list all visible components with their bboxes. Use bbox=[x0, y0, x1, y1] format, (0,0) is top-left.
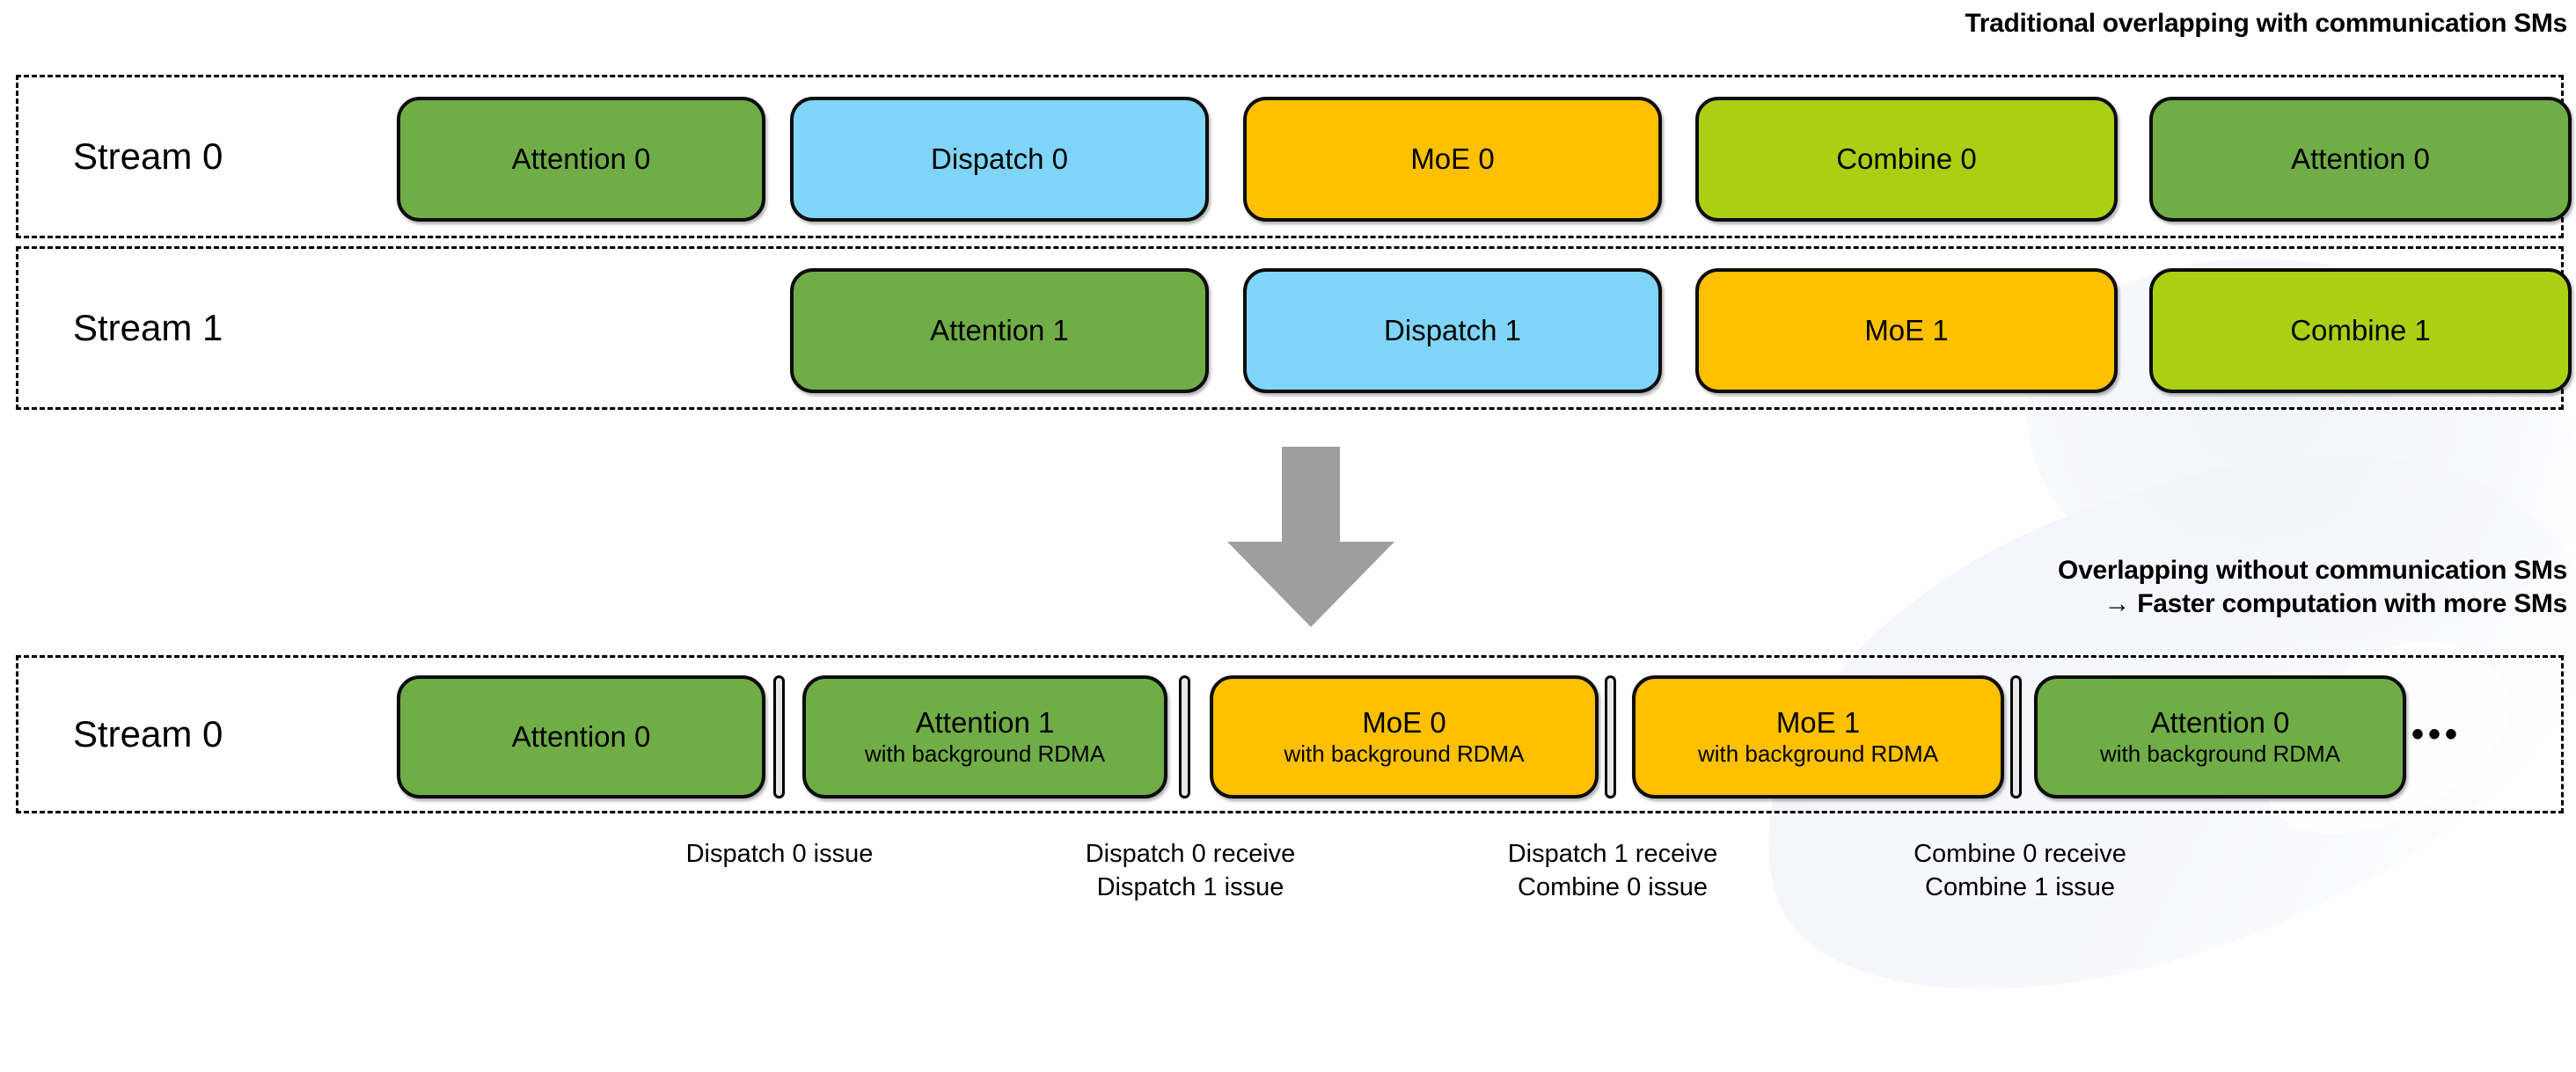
task-block-title: Attention 0 bbox=[511, 719, 651, 753]
task-block-attention-0[interactable]: Attention 0 bbox=[2149, 97, 2572, 222]
block-separator-1 bbox=[1179, 675, 1190, 799]
down-arrow-icon bbox=[1227, 447, 1394, 627]
task-block-combine-1[interactable]: Combine 1 bbox=[2149, 268, 2572, 393]
event-label-3: Combine 0 receive Combine 1 issue bbox=[1914, 840, 2126, 902]
top-section-title: Traditional overlapping with communicati… bbox=[1965, 9, 2567, 38]
task-block-subtitle: with background RDMA bbox=[1697, 740, 1939, 767]
task-block-title: Combine 1 bbox=[2290, 313, 2431, 346]
task-block-combine-0[interactable]: Combine 0 bbox=[1695, 97, 2118, 222]
bottom-section-title: Overlapping without communication SMs → … bbox=[2058, 556, 2567, 619]
lane-stream0-top: Stream 0 Attention 0 Dispatch 0 MoE 0 Combin… bbox=[16, 75, 2572, 238]
task-block-subtitle: with background RDMA bbox=[2099, 740, 2341, 767]
event-label-2: Dispatch 1 receive Combine 0 issue bbox=[1507, 840, 1718, 902]
task-block-attention-0[interactable]: Attention 0 bbox=[397, 675, 765, 799]
task-block-title: Combine 0 bbox=[1836, 142, 1977, 175]
continuation-ellipsis: ••• bbox=[2411, 715, 2463, 754]
task-block-title: Attention 1 bbox=[915, 705, 1055, 739]
task-block-title: MoE 1 bbox=[1775, 705, 1861, 739]
task-block-moe-1[interactable]: MoE 1 bbox=[1695, 268, 2118, 393]
task-block-subtitle: with background RDMA bbox=[1284, 740, 1525, 767]
task-block-attention-1[interactable]: Attention 1 bbox=[790, 268, 1209, 393]
task-block-title: MoE 1 bbox=[1864, 313, 1949, 346]
task-block-dispatch-0[interactable]: Dispatch 0 bbox=[790, 97, 1209, 222]
lane-label: Stream 1 bbox=[73, 307, 223, 348]
task-block-attention-0[interactable]: Attention 0 bbox=[397, 97, 765, 222]
task-block-title: Attention 0 bbox=[2291, 142, 2430, 175]
task-block-title: MoE 0 bbox=[1410, 142, 1495, 175]
task-block-title: Dispatch 0 bbox=[931, 142, 1068, 175]
lane-stream1-top: Stream 1 Attention 1 Dispatch 1 MoE 1 Combin… bbox=[16, 246, 2572, 410]
task-block-moe-0[interactable]: MoE 0 bbox=[1243, 97, 1662, 222]
task-block-dispatch-1[interactable]: Dispatch 1 bbox=[1243, 268, 1662, 393]
block-separator-0 bbox=[773, 675, 785, 799]
lane-label: Stream 0 bbox=[73, 135, 223, 177]
task-block-subtitle: with background RDMA bbox=[864, 740, 1106, 767]
event-label-1: Dispatch 0 receive Dispatch 1 issue bbox=[1085, 840, 1296, 902]
event-label-0: Dispatch 0 issue bbox=[685, 840, 874, 868]
task-block-title: Dispatch 1 bbox=[1384, 313, 1521, 346]
task-block-title: Attention 0 bbox=[2150, 705, 2290, 739]
block-separator-2 bbox=[1605, 675, 1616, 799]
task-block-title: MoE 0 bbox=[1362, 705, 1446, 739]
lane-label: Stream 0 bbox=[73, 713, 223, 755]
block-separator-3 bbox=[2010, 675, 2022, 799]
task-block-title: Attention 1 bbox=[930, 313, 1069, 346]
task-block-title: Attention 0 bbox=[511, 142, 651, 175]
